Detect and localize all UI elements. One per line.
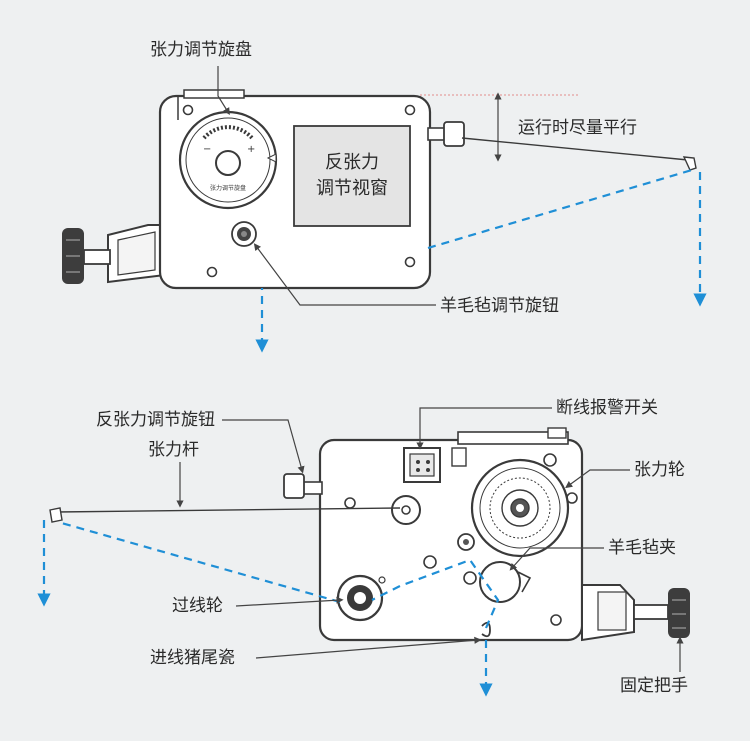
felt-clip [479,561,521,603]
label-fixed-handle: 固定把手 [620,676,688,696]
svg-text:−: − [203,144,211,155]
top-tension-arm [461,137,689,161]
label-felt-clip: 羊毛毡夹 [608,538,676,558]
label-tension-knob: 张力调节旋盘 [150,40,252,60]
label-felt-knob: 羊毛毡调节旋钮 [440,296,559,316]
label-reverse-window: 反张力 调节视窗 [316,152,388,199]
svg-text:张力调节旋盘: 张力调节旋盘 [210,184,246,192]
bottom-wire-mid [57,520,341,604]
label-reverse-knob: 反张力调节旋钮 [96,410,215,430]
top-wire-mid [427,168,693,250]
label-tension-arm: 张力杆 [148,440,199,460]
label-guide-wheel: 过线轮 [172,596,223,616]
inlet-pigtail [481,621,491,638]
bottom-device [283,427,690,642]
label-inlet-ceramic: 进线猪尾瓷 [150,648,235,668]
svg-text:+: + [247,144,255,155]
label-tension-wheel: 张力轮 [634,460,685,480]
label-travel-parallel: 运行时尽量平行 [518,118,637,138]
top-device: − + 张力调节旋盘 [62,89,465,290]
bottom-tension-arm [55,507,401,513]
reverse-tension-window [293,125,411,227]
label-break-switch: 断线报警开关 [556,398,658,418]
